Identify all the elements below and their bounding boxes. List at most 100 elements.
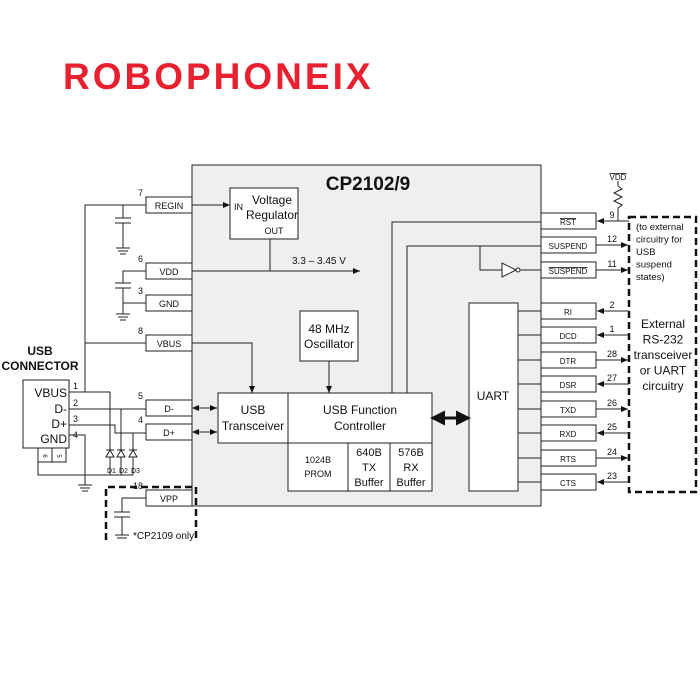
pin-label: D+ (163, 428, 175, 438)
uart-block: UART (468, 302, 519, 492)
tx-buffer-label: 640B (356, 447, 382, 459)
tx-buffer-label: TX (362, 462, 377, 474)
usb-connector-title: USB (27, 344, 53, 358)
vpp-note: *CP2109 only (133, 531, 194, 542)
shield-pin-label: 5 (55, 454, 61, 458)
pin-suspend-n-box: SUSPEND 11 (540, 259, 628, 279)
connector-pin-label: D- (54, 402, 67, 416)
prom-block: 1024B PROM (287, 442, 349, 492)
left-external-wiring: D1 D2 D3 (37, 204, 146, 492)
pin-number: 18 (133, 481, 143, 491)
prom-label: 1024B (305, 455, 331, 465)
pin-label: SUSPEND (549, 267, 588, 276)
regulator-in-label: IN (234, 202, 243, 212)
pin-number: 8 (138, 326, 143, 336)
rx-buffer-block: 576B RX Buffer (389, 442, 433, 492)
pin-vpp-box: VPP 18 (133, 481, 193, 507)
pin-cts-box: CTS 23 (518, 471, 629, 491)
vpp-optional-region: *CP2109 only (104, 485, 198, 542)
connector-pin-number: 2 (73, 398, 78, 408)
connector-pin-number: 1 (73, 381, 78, 391)
pin-label: VBUS (157, 339, 182, 349)
resistor-icon (612, 185, 624, 221)
suspend-note-text: states) (636, 272, 665, 283)
connector-pin-label: D+ (51, 417, 67, 431)
pin-label: RST (560, 218, 576, 227)
regulator-out-label: OUT (265, 226, 285, 236)
rs232-label-text: or UART (640, 364, 687, 378)
connector-pin-label: VBUS (34, 386, 67, 400)
rs232-label-text: External (641, 317, 685, 331)
pin-label: GND (159, 299, 180, 309)
pin-vbus-box: VBUS 8 (138, 326, 193, 352)
rs232-label-text: RS-232 (643, 333, 684, 347)
pin-number: 11 (607, 259, 616, 269)
internal-wiring (192, 202, 541, 435)
prom-label: PROM (305, 469, 332, 479)
voltage-regulator-block: Voltage Regulator IN OUT (229, 187, 299, 240)
pin-txd-box: TXD 26 (518, 398, 628, 418)
regulator-label: Voltage (252, 193, 292, 207)
transceiver-label: USB (241, 403, 266, 417)
uart-label: UART (477, 389, 510, 403)
pin-number: 26 (607, 398, 617, 408)
shield-pin-label: 6 (41, 454, 47, 458)
pin-d-box: D-5 (138, 391, 193, 417)
pin-label: DTR (560, 357, 577, 366)
pin-number: 27 (607, 373, 617, 383)
pin-rts-box: RTS 24 (518, 447, 628, 467)
pin-label: VDD (159, 267, 179, 277)
pin-number: 24 (607, 447, 617, 457)
pin-label: RTS (560, 455, 576, 464)
vdd-label: VDD (610, 173, 627, 182)
usb-transceiver-block: USB Transceiver (217, 392, 289, 444)
rs232-label-text: transceiver (634, 348, 693, 362)
pin-gnd-box: GND 3 (138, 286, 193, 312)
pin-label: RXD (560, 430, 577, 439)
diode-label: D3 (131, 468, 140, 475)
pin-label: REGIN (155, 201, 184, 211)
diode-icon (105, 448, 115, 458)
pin-regin-box: REGIN 7 (138, 188, 193, 214)
pin-number: 9 (609, 210, 614, 220)
suspend-note-text: circuitry for (636, 235, 682, 246)
pin-number: 3 (138, 286, 143, 296)
pin-ri-box: RI2 (518, 300, 629, 320)
pin-number: 12 (607, 234, 617, 244)
diode-label: D2 (119, 468, 128, 475)
connector-pin-number: 3 (73, 414, 78, 424)
pin-label: CTS (560, 479, 576, 488)
suspend-note-text: USB (636, 247, 656, 258)
usb-function-controller-block: USB Function Controller (287, 392, 433, 444)
pin-d-box: D+4 (138, 415, 193, 441)
pin-label: VPP (160, 494, 178, 504)
pin-label: RI (564, 308, 572, 317)
connector-pin-label: GND (40, 432, 67, 446)
pin-number: 7 (138, 188, 143, 198)
rst-pullup: VDD (610, 173, 627, 221)
vdd-rail-label: 3.3 – 3.45 V (292, 256, 346, 267)
regulator-label: Regulator (246, 208, 298, 222)
oscillator-label: Oscillator (304, 337, 354, 351)
suspend-note-text: suspend (636, 260, 672, 271)
inverter-icon (501, 262, 518, 278)
pin-rst-n-box: RST 9 (540, 210, 629, 230)
rx-buffer-label: RX (403, 462, 419, 474)
brand-logo: ROBOPHONEIX (63, 56, 374, 97)
pin-label: TXD (560, 406, 576, 415)
rx-buffer-label: 576B (398, 447, 424, 459)
external-circuitry-box (627, 215, 698, 494)
controller-label: USB Function (323, 403, 397, 417)
diode-icon (116, 448, 126, 458)
pin-number: 25 (607, 422, 617, 432)
diode-label: D1 (107, 468, 116, 475)
controller-label: Controller (334, 419, 386, 433)
usb-connector-title: CONNECTOR (1, 359, 78, 373)
pin-number: 23 (607, 471, 617, 481)
pin-number: 5 (138, 391, 143, 401)
rx-buffer-label: Buffer (396, 477, 425, 489)
